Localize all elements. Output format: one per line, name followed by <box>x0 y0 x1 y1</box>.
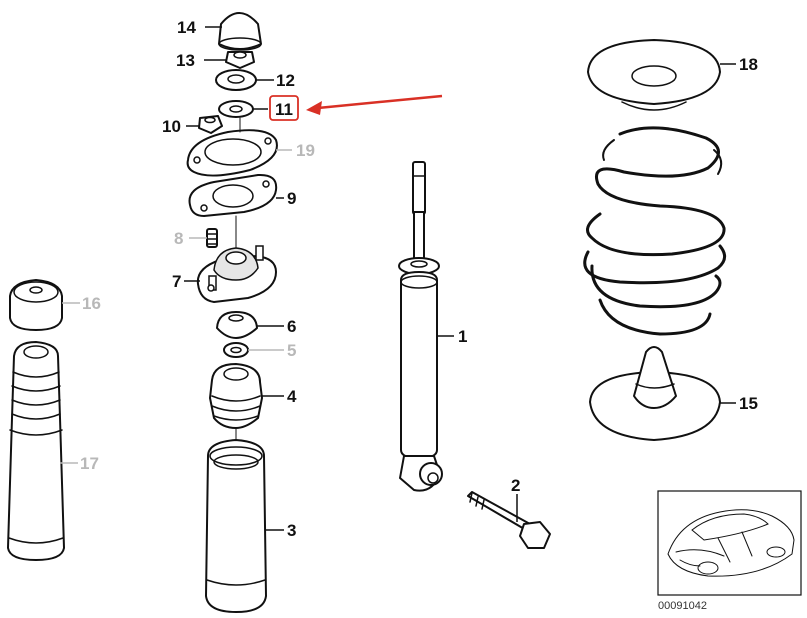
callout-labels: 14 13 12 11 10 19 9 8 7 6 5 4 3 1 2 16 1… <box>80 18 758 540</box>
part-7-mount[interactable] <box>196 245 277 303</box>
callout-1[interactable]: 1 <box>458 327 467 346</box>
callout-3[interactable]: 3 <box>287 521 296 540</box>
callout-15[interactable]: 15 <box>739 394 758 413</box>
car-icon <box>667 509 795 577</box>
part-11-washer[interactable] <box>218 100 254 118</box>
part-10-nut[interactable] <box>198 115 223 134</box>
part-1-shock-absorber[interactable] <box>398 161 443 492</box>
callout-16[interactable]: 16 <box>82 294 101 313</box>
part-19-plate[interactable] <box>186 129 278 177</box>
part-17-protection-kit[interactable] <box>7 341 65 561</box>
part-14-cap[interactable] <box>218 12 262 51</box>
callout-19[interactable]: 19 <box>296 141 315 160</box>
inset-code: 00091042 <box>658 600 707 612</box>
callout-13[interactable]: 13 <box>176 51 195 70</box>
callout-17[interactable]: 17 <box>80 454 99 473</box>
callout-7[interactable]: 7 <box>172 272 181 291</box>
callout-lines <box>60 26 736 531</box>
callout-4[interactable]: 4 <box>287 387 297 406</box>
highlight-box <box>269 95 299 121</box>
part-5-washer[interactable] <box>223 342 249 358</box>
highlight-group <box>269 94 443 121</box>
part-18-upper-pad[interactable] <box>587 39 721 111</box>
vehicle-inset[interactable]: 00091042 <box>657 490 802 612</box>
part-13-nut[interactable] <box>225 51 255 69</box>
part-16-cup[interactable] <box>9 279 63 331</box>
part-3-dust-tube[interactable] <box>205 439 267 613</box>
callout-11[interactable]: 11 <box>275 100 293 119</box>
callout-14[interactable]: 14 <box>177 18 196 37</box>
part-4-bump-stop[interactable] <box>209 363 263 429</box>
callout-10[interactable]: 10 <box>162 117 181 136</box>
callout-2[interactable]: 2 <box>511 476 520 495</box>
part-12-washer[interactable] <box>215 69 257 91</box>
callout-5[interactable]: 5 <box>287 341 296 360</box>
coil-spring[interactable] <box>583 126 726 336</box>
part-6-bump-cup[interactable] <box>216 311 258 339</box>
callout-12[interactable]: 12 <box>276 71 295 90</box>
callout-6[interactable]: 6 <box>287 317 296 336</box>
highlight-arrow-head <box>306 101 322 115</box>
callout-8[interactable]: 8 <box>174 229 183 248</box>
callout-18[interactable]: 18 <box>739 55 758 74</box>
part-8-stud[interactable] <box>206 228 218 248</box>
callout-9[interactable]: 9 <box>287 189 296 208</box>
part-15-lower-pad[interactable] <box>589 346 721 441</box>
part-2-bolt[interactable] <box>467 491 551 549</box>
part-9-gasket[interactable] <box>188 173 278 217</box>
highlight-arrow <box>317 94 443 110</box>
